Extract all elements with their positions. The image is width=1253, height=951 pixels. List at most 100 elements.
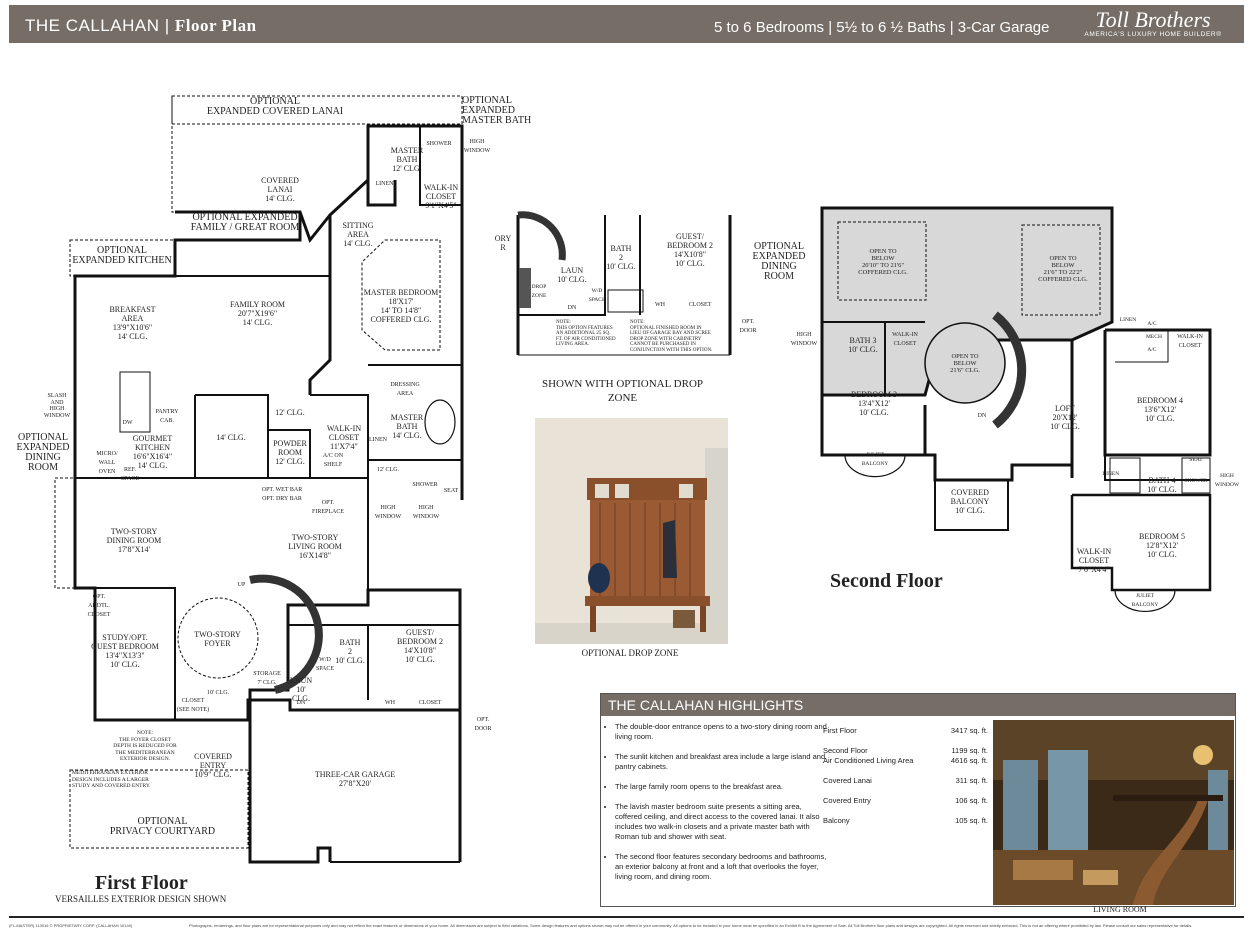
label-guest-bedroom2: GUEST/ BEDROOM 2 14'X10'8" 10' CLG.	[396, 628, 443, 664]
stat-label: Air Conditioned Living Area	[823, 756, 914, 765]
stat-value: 311 sq. ft.	[955, 776, 988, 785]
optional-courtyard-outline	[69, 769, 249, 849]
dz-label-drop-zone: DROP ZONE	[531, 284, 547, 299]
page-title: THE CALLAHAN | Floor Plan	[25, 16, 257, 36]
sf-label-bath4: BATH 4 10' CLG.	[1147, 476, 1177, 494]
label-ac-shelf: A/C ON SHELF	[322, 453, 344, 468]
sf-label-ac2: A/C	[1147, 347, 1157, 353]
drop-zone-photo-caption: OPTIONAL DROP ZONE	[581, 648, 679, 658]
first-floor-title: First Floor	[95, 872, 188, 894]
sf-label-dn: DN	[977, 413, 987, 419]
second-floor-walls	[820, 206, 1212, 612]
highlight-item: The second floor features secondary bedr…	[615, 852, 830, 882]
sf-label-walk-in-3: WALK-IN CLOSET	[892, 332, 918, 347]
living-room-photo	[993, 720, 1234, 905]
label-covered-lanai: COVERED LANAI 14' CLG.	[261, 176, 299, 203]
label-master-bedroom: MASTER BEDROOM 18'X17' 14' TO 14'8" COFF…	[363, 288, 439, 324]
label-gourmet-kitchen: GOURMET KITCHEN 16'6"X16'4" 14' CLG.	[132, 434, 173, 470]
stat-row: Air Conditioned Living Area 4616 sq. ft.	[823, 756, 988, 776]
label-wd-space: W/D SPACE	[315, 657, 335, 672]
label-dining-room: TWO-STORY DINING ROOM 17'8"X14'	[106, 527, 162, 554]
label-pantry: PANTRY CAB.	[155, 409, 179, 424]
highlight-item: The double-door entrance opens to a two-…	[615, 722, 830, 742]
label-high-window-b: HIGH WINDOW	[412, 505, 440, 520]
label-opt-expanded-kitchen: OPTIONAL EXPANDED KITCHEN	[72, 245, 172, 266]
label-garage: THREE-CAR GARAGE 27'8"X20'	[314, 770, 396, 788]
label-living-room: TWO-STORY LIVING ROOM 16'X14'8"	[288, 533, 342, 560]
drop-zone-photo	[535, 418, 728, 644]
title-separator: |	[164, 16, 170, 35]
stat-row: First Floor 3417 sq. ft.	[823, 726, 988, 746]
dz-label-wd: W/D SPACE	[588, 288, 606, 303]
label-clg-12-b: 12' CLG.	[376, 467, 400, 473]
label-clg-10: 10' CLG.	[206, 690, 230, 696]
label-dn: DN	[296, 700, 306, 706]
label-opt-expanded-dining: OPTIONAL EXPANDED DINING ROOM	[16, 432, 70, 473]
sf-label-high-window-left: HIGH WINDOW	[790, 332, 818, 347]
label-sitting-area: SITTING AREA 14' CLG.	[342, 221, 374, 248]
footer-legal: Photographs, renderings, and floor plans…	[189, 923, 1193, 928]
dz-label-opt-door: OPT. DOOR	[739, 319, 757, 334]
stat-value: 105 sq. ft.	[955, 816, 988, 825]
sf-label-bedroom5: BEDROOM 5 12'8"X12' 10' CLG.	[1138, 532, 1185, 559]
label-closet: CLOSET	[418, 700, 442, 706]
logo-tagline: AMERICA'S LUXURY HOME BUILDER®	[1084, 31, 1222, 38]
sf-label-linen: LINEN	[1119, 317, 1137, 323]
sf-label-walk-in-4: WALK-IN CLOSET	[1177, 334, 1203, 349]
stat-value: 106 sq. ft.	[955, 796, 988, 805]
label-high-window-a: HIGH WINDOW	[374, 505, 402, 520]
sf-label-open-below-2: OPEN TO BELOW 21'6" TO 22'2" COFFERED CL…	[1038, 255, 1088, 283]
sf-label-bedroom3: BEDROOM 3 13'4"X12' 10' CLG.	[850, 390, 897, 417]
label-shower-top: SHOWER	[426, 141, 452, 147]
highlight-item: The large family room opens to the break…	[615, 782, 830, 792]
label-opt-door: OPT. DOOR	[474, 717, 492, 732]
sf-label-open-below-1: OPEN TO BELOW 20'10" TO 21'6" COFFERED C…	[858, 248, 908, 276]
toll-brothers-logo: Toll Brothers AMERICA'S LUXURY HOME BUIL…	[1079, 7, 1227, 39]
logo-name: Toll Brothers	[1095, 7, 1211, 32]
label-micro-wall: MICRO/ WALL OVEN	[96, 451, 118, 475]
sf-label-loft: LOFT 20'X12' 10' CLG.	[1050, 404, 1080, 431]
sf-label-shower: SHOWER	[1184, 478, 1208, 484]
sf-label-mech: MECH	[1146, 334, 1162, 340]
sf-label-high-window-right: HIGH WINDOW	[1214, 473, 1240, 488]
label-shower-bottom: SHOWER	[412, 482, 438, 488]
highlight-item: The lavish master bedroom suite presents…	[615, 802, 830, 842]
sf-label-covered-balcony: COVERED BALCONY 10' CLG.	[950, 488, 990, 515]
dz-note-1: NOTE: THIS OPTION FEATURES AN ADDITIONAL…	[556, 320, 616, 347]
label-dw: DW	[122, 420, 133, 426]
stat-label: Covered Lanai	[823, 776, 872, 785]
label-linen-mid: LINEN	[369, 437, 387, 443]
label-ref-space: REF. SPACE	[120, 467, 140, 482]
label-opt-addl-closet: OPT. ADDTL. CLOSET	[87, 594, 111, 618]
label-closet-note: CLOSET (SEE NOTE)	[176, 698, 210, 713]
dz-label-bath: BATH 2 10' CLG.	[606, 244, 636, 271]
label-opt-wet-bar: OPT. WET BAR OPT. DRY BAR	[261, 487, 303, 502]
highlights-list: The double-door entrance opens to a two-…	[603, 722, 830, 892]
label-laun: LAUN 10' CLG.	[289, 676, 313, 703]
footer-code: (FL-MASTER) 113016 © PROPRIETARY CORP. (…	[9, 923, 133, 928]
label-bath2: BATH 2 10' CLG.	[335, 638, 365, 665]
stat-label: First Floor	[823, 726, 857, 735]
dz-note-2: NOTE: OPTIONAL FINISHED ROOM IN LIEU OF …	[630, 320, 713, 353]
label-breakfast-area: BREAKFAST AREA 13'9"X10'6" 14' CLG.	[109, 305, 156, 341]
label-covered-entry: COVERED ENTRY 10'9" CLG.	[194, 752, 232, 779]
sf-label-ac1: A/C	[1147, 321, 1157, 327]
label-powder-room: POWDER ROOM 12' CLG.	[273, 439, 307, 466]
dz-label-closet: CLOSET	[688, 302, 712, 308]
plan-name: THE CALLAHAN	[25, 16, 160, 35]
label-wh: WH	[385, 700, 395, 706]
label-foyer-note: NOTE: THE FOYER CLOSET DEPTH IS REDUCED …	[113, 730, 177, 762]
stat-value: 4616 sq. ft.	[950, 756, 988, 765]
label-med-note: MEDITERRANEAN EXTERIOR DESIGN INCLUDES A…	[72, 770, 151, 789]
stat-value: 1199 sq. ft.	[951, 746, 988, 755]
stat-value: 3417 sq. ft.	[950, 726, 988, 735]
highlight-item: The sunlit kitchen and breakfast area in…	[615, 752, 830, 772]
label-linen-top: LINEN	[375, 181, 394, 187]
label-family-room: FAMILY ROOM 20'7"X19'6" 14' CLG.	[230, 300, 285, 327]
label-slash-window: SLASH AND HIGH WINDOW	[43, 393, 71, 419]
label-opt-expanded-master-bath: OPTIONAL EXPANDED MASTER BATH	[462, 95, 532, 126]
living-room-caption: LIVING ROOM	[1093, 905, 1147, 914]
